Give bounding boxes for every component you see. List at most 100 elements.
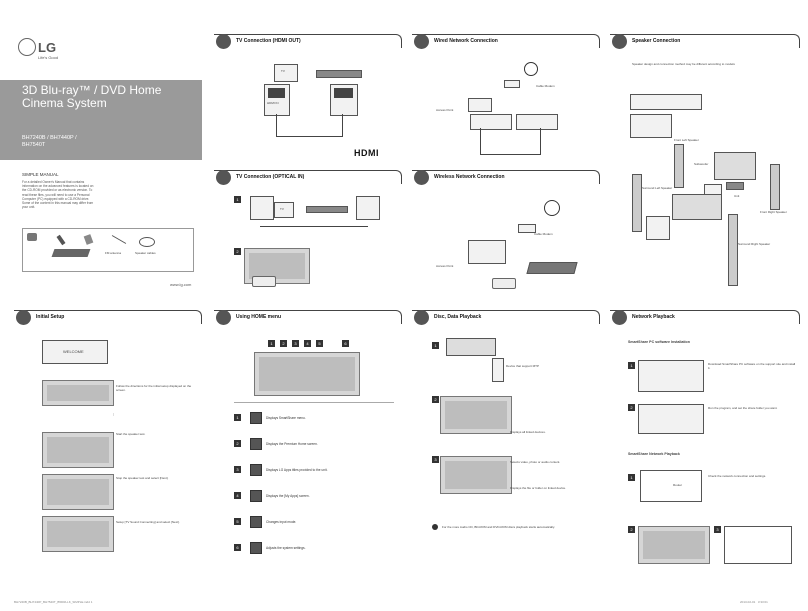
section-title: TV Connection (OPTICAL IN) bbox=[236, 174, 305, 180]
nw-step-1: Check the network connection and setting… bbox=[708, 474, 767, 478]
remote-image bbox=[492, 278, 516, 289]
section-wireless: Wireless Network Connection Cable Modem … bbox=[412, 170, 600, 298]
tv-image: TV bbox=[274, 64, 298, 82]
setup-step-4: Setup [TV Sound Connecting] and select [… bbox=[116, 520, 180, 524]
player-image bbox=[306, 206, 348, 213]
item-number: 6 bbox=[234, 544, 241, 551]
front-left-label: Front Left Speaker bbox=[674, 138, 699, 142]
unit-image bbox=[51, 249, 91, 257]
remote-icon bbox=[56, 234, 66, 246]
cable bbox=[480, 154, 541, 155]
manual-type: SIMPLE MANUAL bbox=[22, 172, 59, 177]
setup-screen bbox=[42, 380, 114, 406]
info-icon bbox=[544, 200, 560, 216]
hdmi-in-label: HDMI IN bbox=[267, 101, 279, 105]
display-label: Displays the file or folder on linked de… bbox=[510, 486, 567, 490]
access-point-image bbox=[468, 98, 492, 112]
pc-step-1: Download SmartShare PC software on the s… bbox=[708, 362, 796, 370]
section-title: Wired Network Connection bbox=[434, 38, 498, 44]
pc-step-2: Run the program, and set the share folde… bbox=[708, 406, 778, 410]
footer-right: 2013-02-01 3:33:01 bbox=[740, 600, 768, 604]
section-bar bbox=[610, 310, 800, 324]
step-number: 3 bbox=[292, 340, 299, 347]
connector-closeup bbox=[630, 114, 672, 138]
network-playback-icon bbox=[612, 310, 627, 325]
access-point-image bbox=[468, 240, 506, 264]
cable bbox=[260, 226, 368, 227]
cable-modem-image bbox=[518, 224, 536, 233]
cable bbox=[480, 128, 481, 154]
section-bar bbox=[214, 34, 402, 48]
item-desc: Displays the [My Apps] screen. bbox=[266, 494, 310, 498]
network-diagram: Router bbox=[640, 470, 702, 502]
access-point-label: Access Point bbox=[436, 108, 454, 112]
unit-rear-image bbox=[630, 94, 702, 110]
step-number: 1 bbox=[628, 474, 635, 481]
section-bar bbox=[214, 170, 402, 184]
cable-modem-label: Cable Modem bbox=[536, 84, 555, 88]
cable-modem-label: Cable Modem bbox=[534, 232, 553, 236]
setup-step-2: Start the speaker test. bbox=[116, 432, 146, 436]
hdmi-port-unit bbox=[330, 84, 358, 116]
section-title: Wireless Network Connection bbox=[434, 174, 505, 180]
website-url: www.lg.com bbox=[170, 282, 192, 287]
step-number: 1 bbox=[628, 362, 635, 369]
step-number: 2 bbox=[628, 526, 635, 533]
cable bbox=[276, 136, 343, 137]
section-network: Network Playback SmartShare PC software … bbox=[610, 310, 800, 590]
antenna-icon bbox=[111, 235, 127, 244]
gear-icon bbox=[16, 310, 31, 325]
step-number: 3 bbox=[714, 526, 721, 533]
surround-right-speaker bbox=[728, 214, 738, 286]
product-title: 3D Blu-ray™ / DVD Home Cinema System bbox=[22, 83, 162, 110]
item-number: 3 bbox=[234, 466, 241, 473]
section-title: Disc, Data Playback bbox=[434, 314, 482, 320]
section-home: Using HOME menu 1 2 3 4 5 6 1 Displays S… bbox=[214, 310, 402, 590]
section-setup: Initial Setup WELCOME Follow the directi… bbox=[14, 310, 202, 590]
hdmi-port-tv: HDMI IN bbox=[264, 84, 290, 116]
surround-right-label: Surround Right Speaker bbox=[738, 242, 771, 246]
input-icon bbox=[250, 516, 262, 528]
item-desc: Adjusts the system settings. bbox=[266, 546, 306, 550]
brand-name: LG bbox=[38, 40, 57, 55]
section-bar bbox=[412, 34, 600, 48]
divider bbox=[234, 402, 394, 403]
section-disc: Disc, Data Playback 1 Device that suppor… bbox=[412, 310, 600, 590]
section-title: Speaker Connection bbox=[632, 38, 681, 44]
step-number: 6 bbox=[342, 340, 349, 347]
speaker-cable-icon bbox=[139, 237, 155, 247]
section-optical: TV Connection (OPTICAL IN) 1 TV 2 bbox=[214, 170, 402, 298]
setup-step-1: Follow the directions for the initial se… bbox=[116, 384, 192, 392]
speaker-test-screen bbox=[42, 432, 114, 468]
player-rear-image bbox=[516, 114, 558, 130]
step-number: 3 bbox=[432, 456, 439, 463]
unit-label: Unit bbox=[734, 194, 740, 198]
title-block bbox=[0, 80, 202, 160]
tv-label: TV bbox=[280, 207, 284, 211]
device-list-screen bbox=[724, 526, 792, 564]
optical-port-tv bbox=[250, 196, 274, 220]
section-title: TV Connection (HDMI OUT) bbox=[236, 38, 301, 44]
lg-logo-icon bbox=[18, 38, 36, 56]
speaker-cables-label: Speaker cables bbox=[135, 251, 156, 255]
share-folder-screen bbox=[638, 404, 704, 434]
cable bbox=[342, 114, 343, 136]
brand-tagline: Life's Good bbox=[38, 55, 59, 60]
smartshare-icon bbox=[250, 412, 262, 424]
select-label: Selects video, photo or audio content. bbox=[510, 460, 561, 464]
optical-port-unit bbox=[356, 196, 380, 220]
front-left-speaker bbox=[674, 144, 684, 188]
section-bar bbox=[412, 170, 600, 184]
hdmi-logo: HDMI bbox=[354, 148, 379, 158]
wifi-icon bbox=[414, 170, 429, 185]
network-icon bbox=[414, 34, 429, 49]
step-number: 2 bbox=[234, 248, 241, 255]
surround-left-label: Surround Left Speaker bbox=[642, 186, 673, 190]
cable-modem-image bbox=[504, 80, 520, 88]
cover-panel: LG Life's Good 3D Blu-ray™ / DVD Home Ci… bbox=[0, 0, 204, 300]
surround-left-speaker bbox=[632, 174, 642, 232]
item-number: 2 bbox=[234, 440, 241, 447]
player-image bbox=[526, 262, 578, 274]
info-icon bbox=[524, 62, 538, 76]
step-number: 1 bbox=[234, 196, 241, 203]
